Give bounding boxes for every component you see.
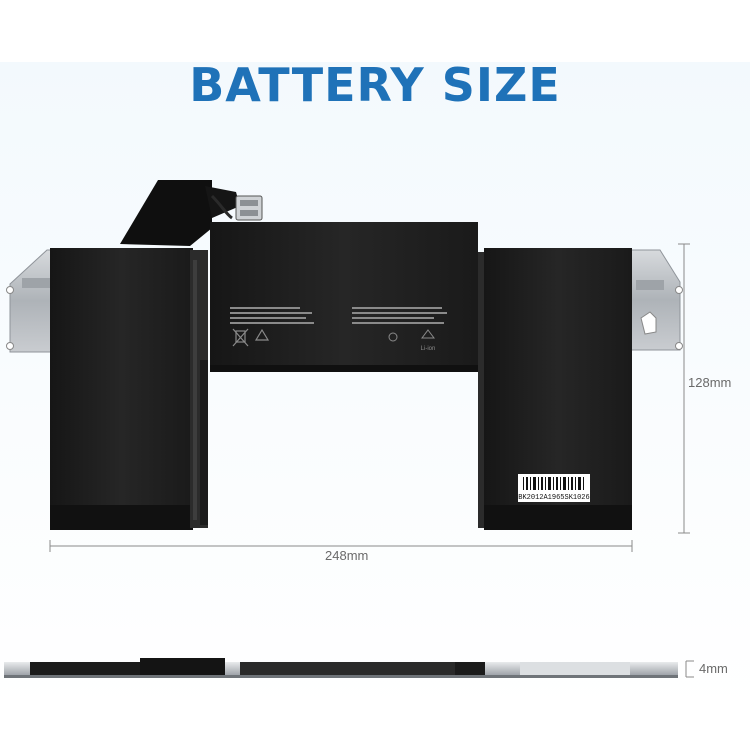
recycle-icon: Li-ion [388,329,436,352]
height-dimension-line [678,243,690,534]
barcode-sticker: BK2012A1965SK1026 [518,474,590,502]
thickness-dimension-line [685,660,694,678]
left-mounting-bracket [6,249,56,353]
barcode-icon [523,477,584,490]
cell-label-text [230,307,447,324]
width-dimension-line [49,540,633,552]
side-profile-view [4,658,678,678]
right-mounting-bracket [629,249,683,351]
center-battery-cell: Li-ion [210,222,478,372]
height-label: 128mm [688,375,732,390]
page-title: BATTERY SIZE [189,58,561,112]
crossed-bin-icon [232,328,249,347]
left-battery-cell [50,248,208,530]
ribbon-cable [120,180,263,246]
width-label: 248mm [325,548,369,563]
li-ion-label: Li-ion [421,346,436,352]
thickness-label: 4mm [699,661,728,676]
barcode-text: BK2012A1965SK1026 [518,494,589,502]
connector-icon [235,195,263,221]
right-battery-cell: BK2012A1965SK1026 [478,248,632,530]
warning-icon [254,328,270,341]
